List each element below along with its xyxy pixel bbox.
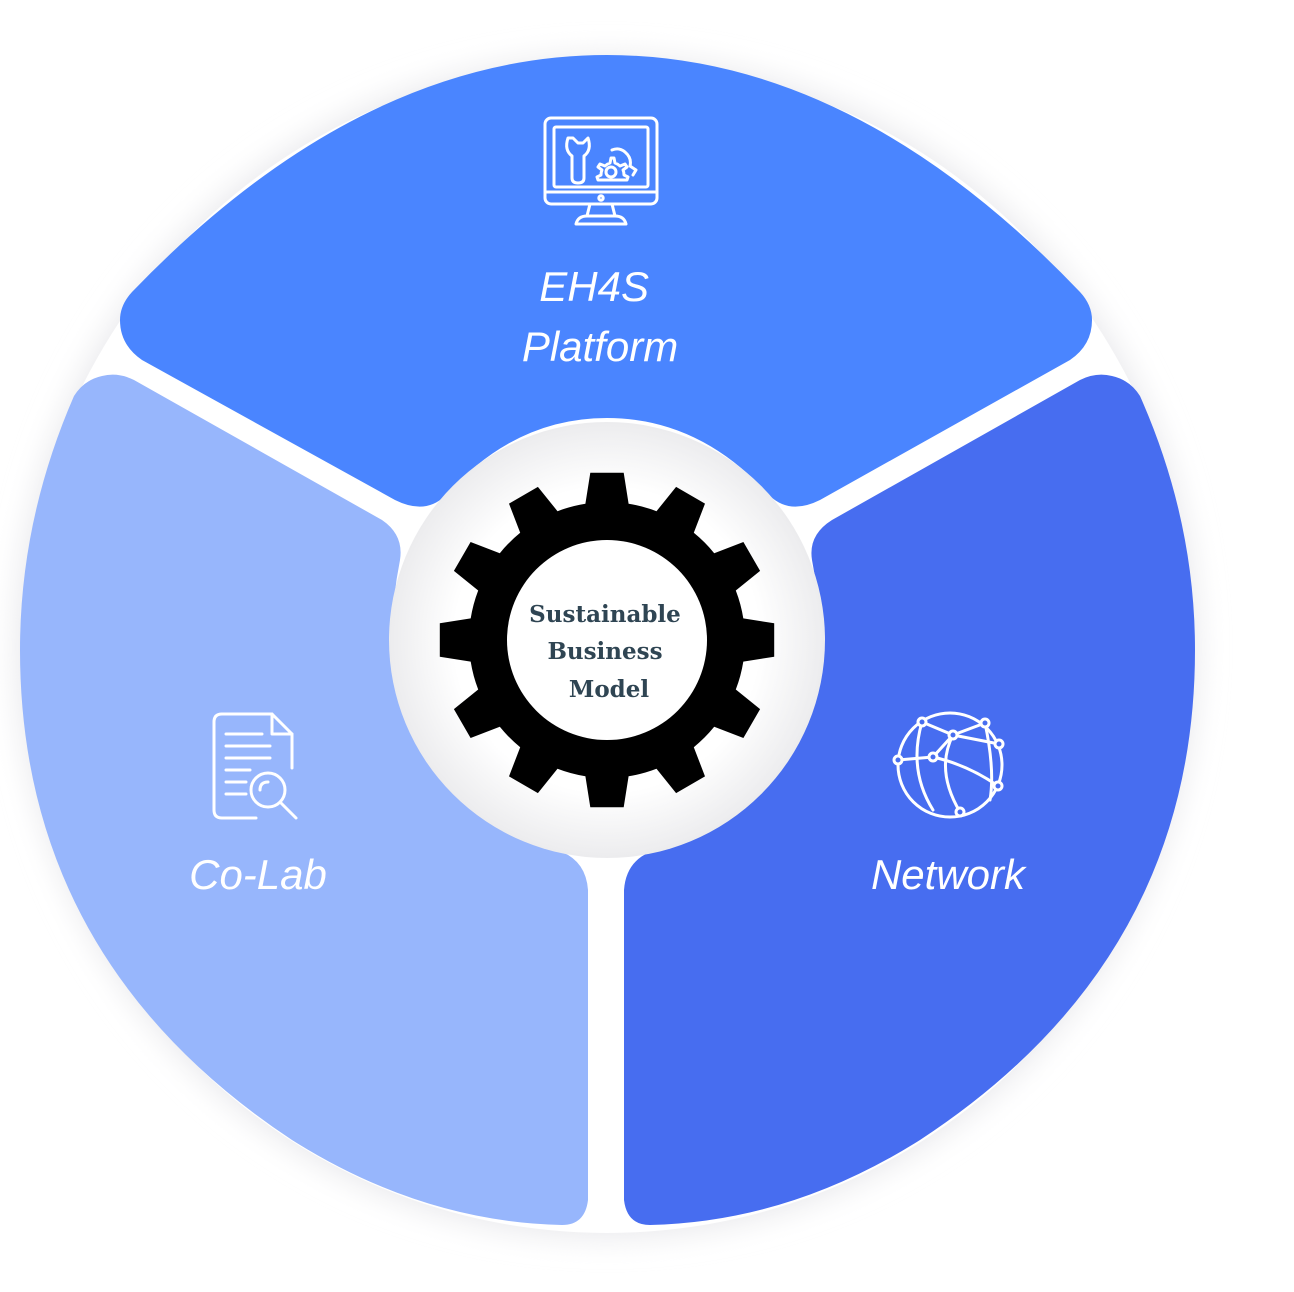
globe-network-icon bbox=[892, 711, 1005, 819]
document-search-icon bbox=[212, 712, 298, 820]
network-label-line: Network bbox=[871, 851, 1027, 898]
colab-label-line: Co-Lab bbox=[189, 851, 327, 898]
gear-inner-disc bbox=[507, 540, 707, 740]
center-label: Sustainable Business Model bbox=[529, 601, 689, 703]
colab-label: Co-Lab bbox=[189, 851, 327, 898]
platform-label: EH4S Platform bbox=[522, 263, 678, 370]
platform-label-line: EH4S bbox=[539, 263, 649, 310]
center-label-line: Model bbox=[569, 676, 650, 703]
platform-label-line: Platform bbox=[522, 323, 678, 370]
center-label-line: Sustainable bbox=[529, 601, 681, 628]
gear-icon bbox=[439, 472, 775, 808]
segment-platform[interactable] bbox=[120, 55, 1092, 507]
segment-colab[interactable] bbox=[20, 374, 588, 1226]
center-label-line: Business bbox=[547, 638, 662, 665]
monitor-tools-icon bbox=[543, 116, 659, 226]
network-label: Network bbox=[871, 851, 1027, 898]
